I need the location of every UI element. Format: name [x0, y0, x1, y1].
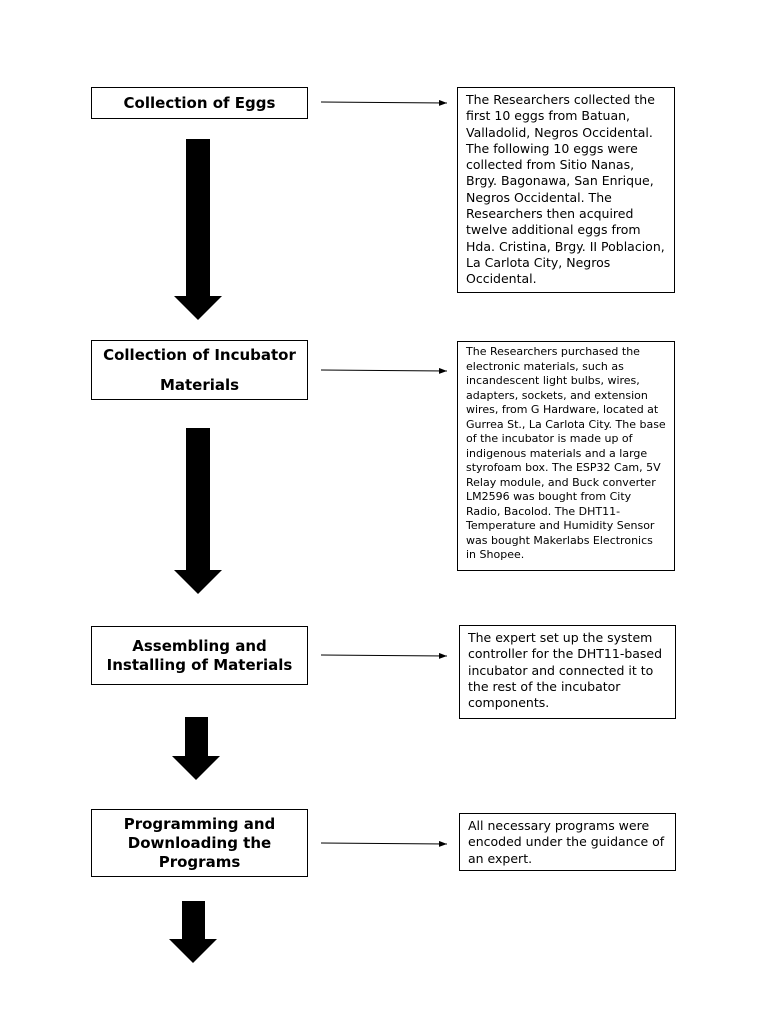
- down-arrow-2: [174, 428, 222, 594]
- step-box-collection-of-incubator-materials: Collection of Incubator Materials: [91, 340, 308, 400]
- step-box-collection-of-eggs: Collection of Eggs: [91, 87, 308, 119]
- connector-line-3: [320, 652, 448, 659]
- step-label: Programming and Downloading the Programs: [123, 814, 276, 871]
- note-text: The Researchers purchased the electronic…: [466, 345, 666, 561]
- note-box-programming-and-downloading: All necessary programs were encoded unde…: [459, 813, 676, 871]
- step-box-assembling-and-installing: Assembling and Installing of Materials: [91, 626, 308, 685]
- note-box-assembling-and-installing: The expert set up the system controller …: [459, 625, 676, 719]
- step-label: Collection of Incubator Materials: [103, 346, 296, 394]
- connector-line-2: [320, 367, 448, 374]
- note-box-collection-of-incubator-materials: The Researchers purchased the electronic…: [457, 341, 675, 571]
- note-text: All necessary programs were encoded unde…: [468, 818, 665, 866]
- connector-line-4: [320, 840, 448, 847]
- down-arrow-1: [174, 139, 222, 320]
- note-box-collection-of-eggs: The Researchers collected the first 10 e…: [457, 87, 675, 293]
- down-arrow-3: [172, 717, 220, 780]
- connector-line-1: [320, 99, 448, 106]
- down-arrow-4: [169, 901, 217, 963]
- note-text: The Researchers collected the first 10 e…: [466, 92, 665, 287]
- step-box-programming-and-downloading: Programming and Downloading the Programs: [91, 809, 308, 877]
- step-label: Collection of Eggs: [123, 93, 276, 112]
- note-text: The expert set up the system controller …: [468, 630, 663, 711]
- step-label: Assembling and Installing of Materials: [106, 636, 293, 674]
